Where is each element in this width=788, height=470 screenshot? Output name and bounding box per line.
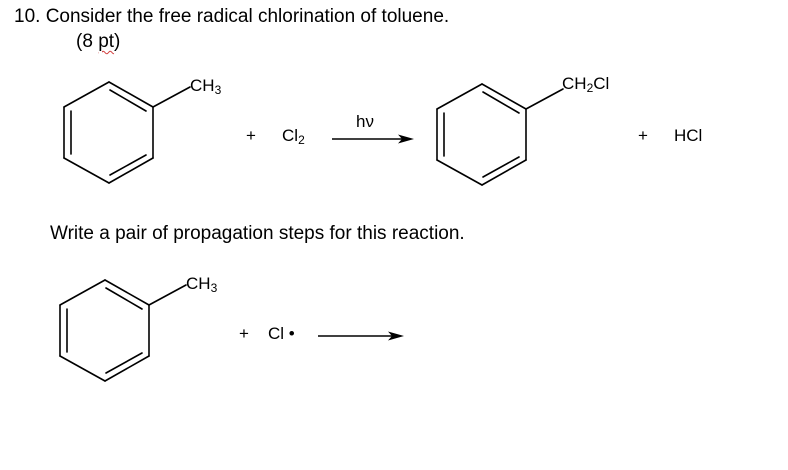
- bond: [436, 159, 483, 186]
- bond: [63, 81, 110, 108]
- bond: [104, 355, 150, 382]
- plus-sign-2: +: [638, 126, 648, 145]
- inner-double-bond: [482, 91, 520, 114]
- plus-sign-3: +: [239, 324, 249, 343]
- reaction-condition: hν: [356, 112, 374, 131]
- reagent-chlorine: Cl2: [282, 126, 305, 147]
- bond: [63, 157, 110, 184]
- product-substituent: CH2Cl: [562, 74, 610, 95]
- bond: [108, 157, 154, 184]
- bond: [59, 355, 106, 382]
- propagation-ring-bonds: [59, 279, 187, 382]
- question-text: Consider the free radical chlorination o…: [45, 6, 450, 27]
- propagation-substituent: CH3: [186, 274, 218, 295]
- chlorine-radical: Cl •: [268, 324, 295, 343]
- substituent-bond: [525, 88, 564, 110]
- radical-dot: •: [288, 324, 295, 343]
- substituent-bond: [152, 86, 191, 108]
- inner-double-bond: [109, 154, 147, 176]
- points-unit: pt: [98, 31, 115, 52]
- bond: [481, 83, 527, 110]
- substituent-bond: [148, 284, 187, 306]
- bond: [108, 81, 154, 108]
- reactant-substituent: CH3: [190, 76, 222, 97]
- reactant-ring-bonds: [63, 81, 191, 184]
- bond: [104, 279, 150, 306]
- inner-double-bond: [109, 89, 147, 112]
- byproduct-hcl: HCl: [674, 126, 703, 145]
- inner-double-bond: [105, 352, 143, 374]
- bond: [59, 279, 106, 306]
- instruction-text: Write a pair of propagation steps for th…: [50, 223, 465, 244]
- bond: [436, 83, 483, 110]
- inner-double-bond: [482, 156, 520, 178]
- bond: [481, 159, 527, 186]
- question-title: 10. Consider the free radical chlorinati…: [14, 6, 449, 28]
- product-ring-bonds: [436, 83, 564, 186]
- inner-double-bond: [105, 287, 143, 310]
- question-number: 10.: [14, 6, 41, 27]
- question-points: (8 pt): [76, 31, 121, 52]
- plus-sign-1: +: [246, 126, 256, 145]
